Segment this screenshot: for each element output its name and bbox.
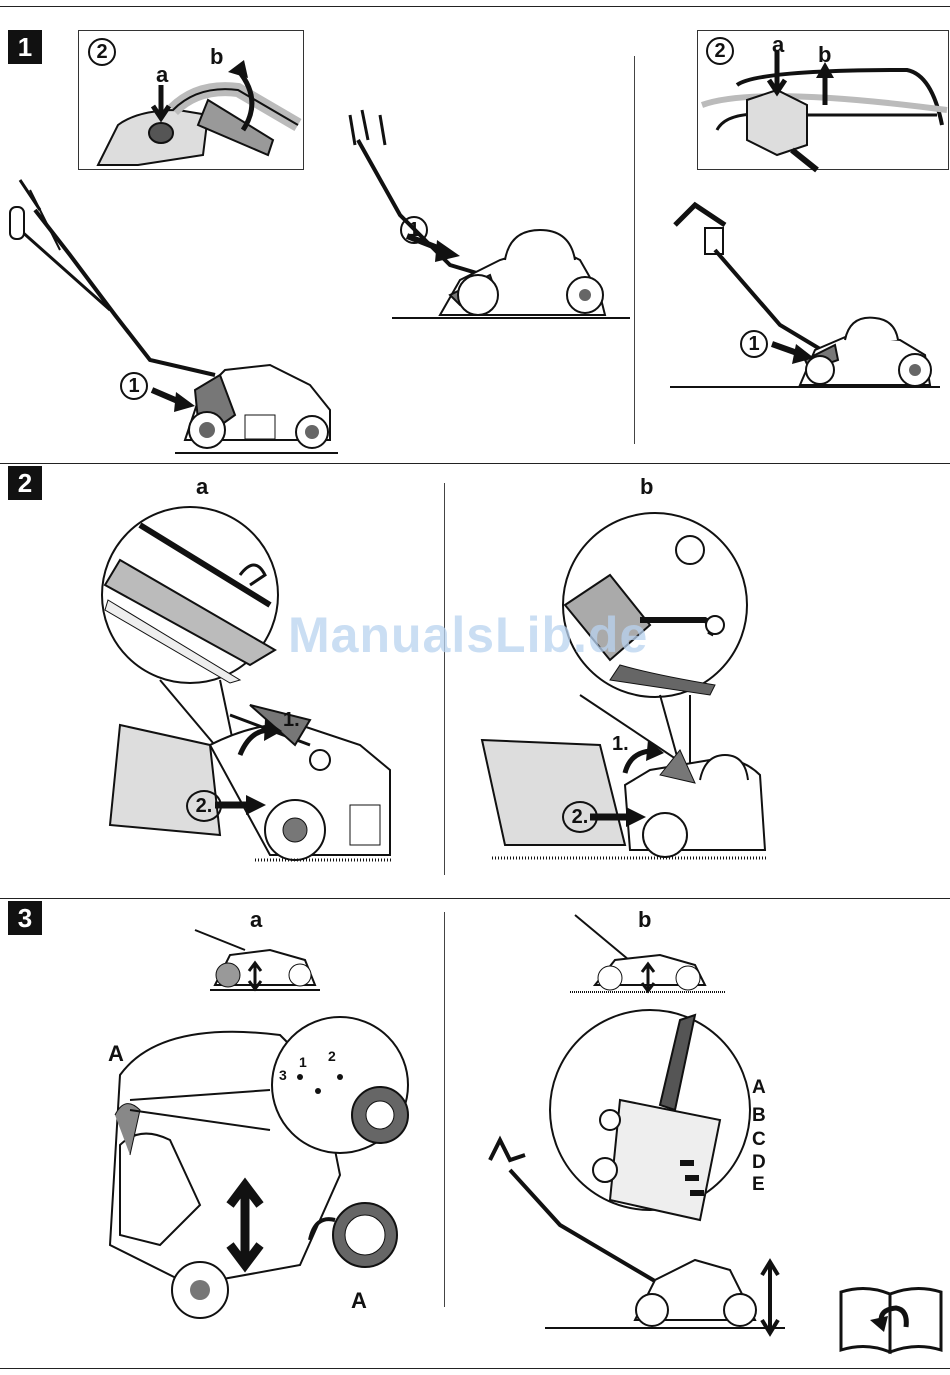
s1-left-inset-num: 2 bbox=[88, 38, 116, 66]
watermark: ManualsLib.de bbox=[288, 606, 648, 664]
s1-left-inset-a: a bbox=[156, 64, 168, 86]
s1-right-inset-num: 2 bbox=[706, 37, 734, 65]
s2b-figure bbox=[480, 515, 770, 865]
divider-s2 bbox=[444, 483, 445, 875]
s1-arrow-1a bbox=[150, 380, 200, 410]
s1-callout-1c: 1 bbox=[740, 330, 768, 358]
s3b-level-E: E bbox=[752, 1175, 765, 1194]
s1-middle-mower bbox=[340, 95, 630, 325]
section-number-3: 3 bbox=[8, 901, 42, 935]
s3a-small-mower bbox=[190, 925, 325, 995]
s3a-big-figure bbox=[100, 1015, 400, 1325]
s2-label-a: a bbox=[196, 476, 208, 498]
s1-callout-1a: 1 bbox=[120, 372, 148, 400]
top-rule bbox=[0, 6, 950, 7]
s1-left-mower bbox=[0, 170, 340, 455]
s3a-hole-2: 2 bbox=[328, 1048, 336, 1064]
s3b-level-D: D bbox=[752, 1153, 766, 1172]
rule-1-2 bbox=[0, 463, 950, 464]
s3a-label-A-bottom: A bbox=[351, 1290, 367, 1312]
s2b-step1: 1. bbox=[612, 733, 629, 756]
s3b-level-B: B bbox=[752, 1106, 766, 1125]
s3b-big-figure bbox=[480, 1010, 795, 1340]
s3a-hole-3: 3 bbox=[279, 1067, 287, 1083]
s3b-level-A: A bbox=[752, 1078, 766, 1097]
s2-label-b: b bbox=[640, 476, 653, 498]
s2b-step2: 2. bbox=[562, 801, 598, 833]
s1-arrow-1c bbox=[770, 338, 820, 368]
s1-arrow-1b bbox=[405, 228, 465, 268]
s2a-step2: 2. bbox=[186, 790, 222, 822]
s1-left-inset-b: b bbox=[210, 46, 223, 68]
s3b-small-mower bbox=[570, 910, 730, 1000]
section-number-1: 1 bbox=[8, 30, 42, 64]
s2a-step1: 1. bbox=[283, 709, 300, 732]
rule-2-3 bbox=[0, 898, 950, 899]
bottom-rule bbox=[0, 1368, 950, 1369]
s1-right-inset-a: a bbox=[772, 34, 784, 56]
s3a-hole-1: 1 bbox=[299, 1054, 307, 1070]
turn-page-book-icon bbox=[838, 1282, 944, 1354]
s1-right-inset-b: b bbox=[818, 44, 831, 66]
s2a-figure bbox=[100, 505, 395, 865]
divider-s1 bbox=[634, 56, 635, 444]
section-number-2: 2 bbox=[8, 466, 42, 500]
divider-s3 bbox=[444, 912, 445, 1307]
s3a-label-A-top: A bbox=[108, 1043, 124, 1065]
s3b-level-C: C bbox=[752, 1130, 766, 1149]
